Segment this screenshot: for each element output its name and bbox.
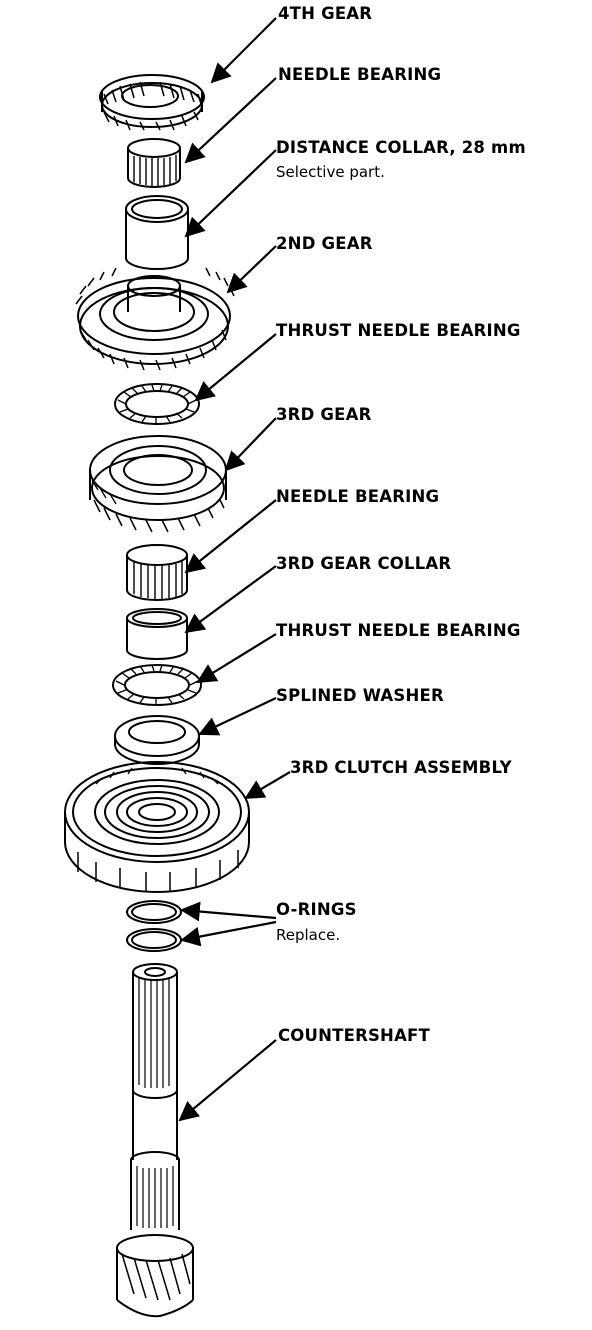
splined-washer-part bbox=[114, 715, 200, 765]
label-3rd-clutch-assembly: 3RD CLUTCH ASSEMBLY bbox=[290, 758, 512, 777]
third-gear-collar-part bbox=[126, 608, 188, 660]
thrust-needle-bearing-lower-part bbox=[112, 664, 202, 706]
label-3rd-gear: 3RD GEAR bbox=[276, 405, 372, 424]
o-rings-part bbox=[126, 900, 182, 952]
leader-o-ring-2 bbox=[180, 920, 277, 947]
third-clutch-assembly-part bbox=[64, 761, 250, 893]
leader-thrust-bearing-1 bbox=[194, 333, 277, 402]
leader-distance-collar bbox=[184, 149, 277, 238]
label-thrust-needle-bearing-upper: THRUST NEEDLE BEARING bbox=[276, 321, 521, 340]
needle-bearing-lower-part bbox=[126, 544, 188, 601]
label-needle-bearing-upper: NEEDLE BEARING bbox=[278, 65, 442, 84]
distance-collar-part bbox=[125, 195, 189, 270]
leader-3rd-clutch bbox=[244, 771, 291, 800]
leader-3rd-gear bbox=[224, 417, 277, 472]
leader-splined-washer bbox=[198, 697, 277, 736]
thrust-needle-bearing-upper-part bbox=[114, 383, 200, 425]
label-3rd-gear-collar: 3RD GEAR COLLAR bbox=[276, 554, 452, 573]
leader-o-ring-1 bbox=[180, 901, 277, 922]
needle-bearing-upper-part bbox=[127, 138, 181, 188]
label-thrust-needle-bearing-lower: THRUST NEEDLE BEARING bbox=[276, 621, 521, 640]
leader-thrust-bearing-2 bbox=[196, 633, 277, 684]
leader-2nd-gear bbox=[226, 245, 277, 294]
label-4th-gear: 4TH GEAR bbox=[278, 4, 373, 23]
third-gear-part bbox=[89, 435, 227, 533]
label-distance-collar: DISTANCE COLLAR, 28 mm bbox=[276, 138, 526, 157]
leader-4th-gear bbox=[210, 17, 277, 84]
countershaft-part bbox=[116, 963, 194, 1318]
label-o-rings-note: Replace. bbox=[276, 926, 341, 944]
second-gear-part bbox=[75, 267, 235, 371]
leader-countershaft bbox=[178, 1039, 277, 1122]
leader-needle-bearing-1 bbox=[184, 77, 277, 164]
label-distance-collar-note: Selective part. bbox=[276, 163, 385, 181]
label-splined-washer: SPLINED WASHER bbox=[276, 686, 444, 705]
label-o-rings: O-RINGS bbox=[276, 900, 357, 919]
leader-3rd-gear-collar bbox=[184, 565, 277, 634]
label-countershaft: COUNTERSHAFT bbox=[278, 1026, 430, 1045]
label-2nd-gear: 2ND GEAR bbox=[276, 234, 373, 253]
leader-needle-bearing-2 bbox=[184, 499, 277, 574]
label-needle-bearing-lower: NEEDLE BEARING bbox=[276, 487, 440, 506]
fourth-gear-part bbox=[99, 74, 205, 131]
